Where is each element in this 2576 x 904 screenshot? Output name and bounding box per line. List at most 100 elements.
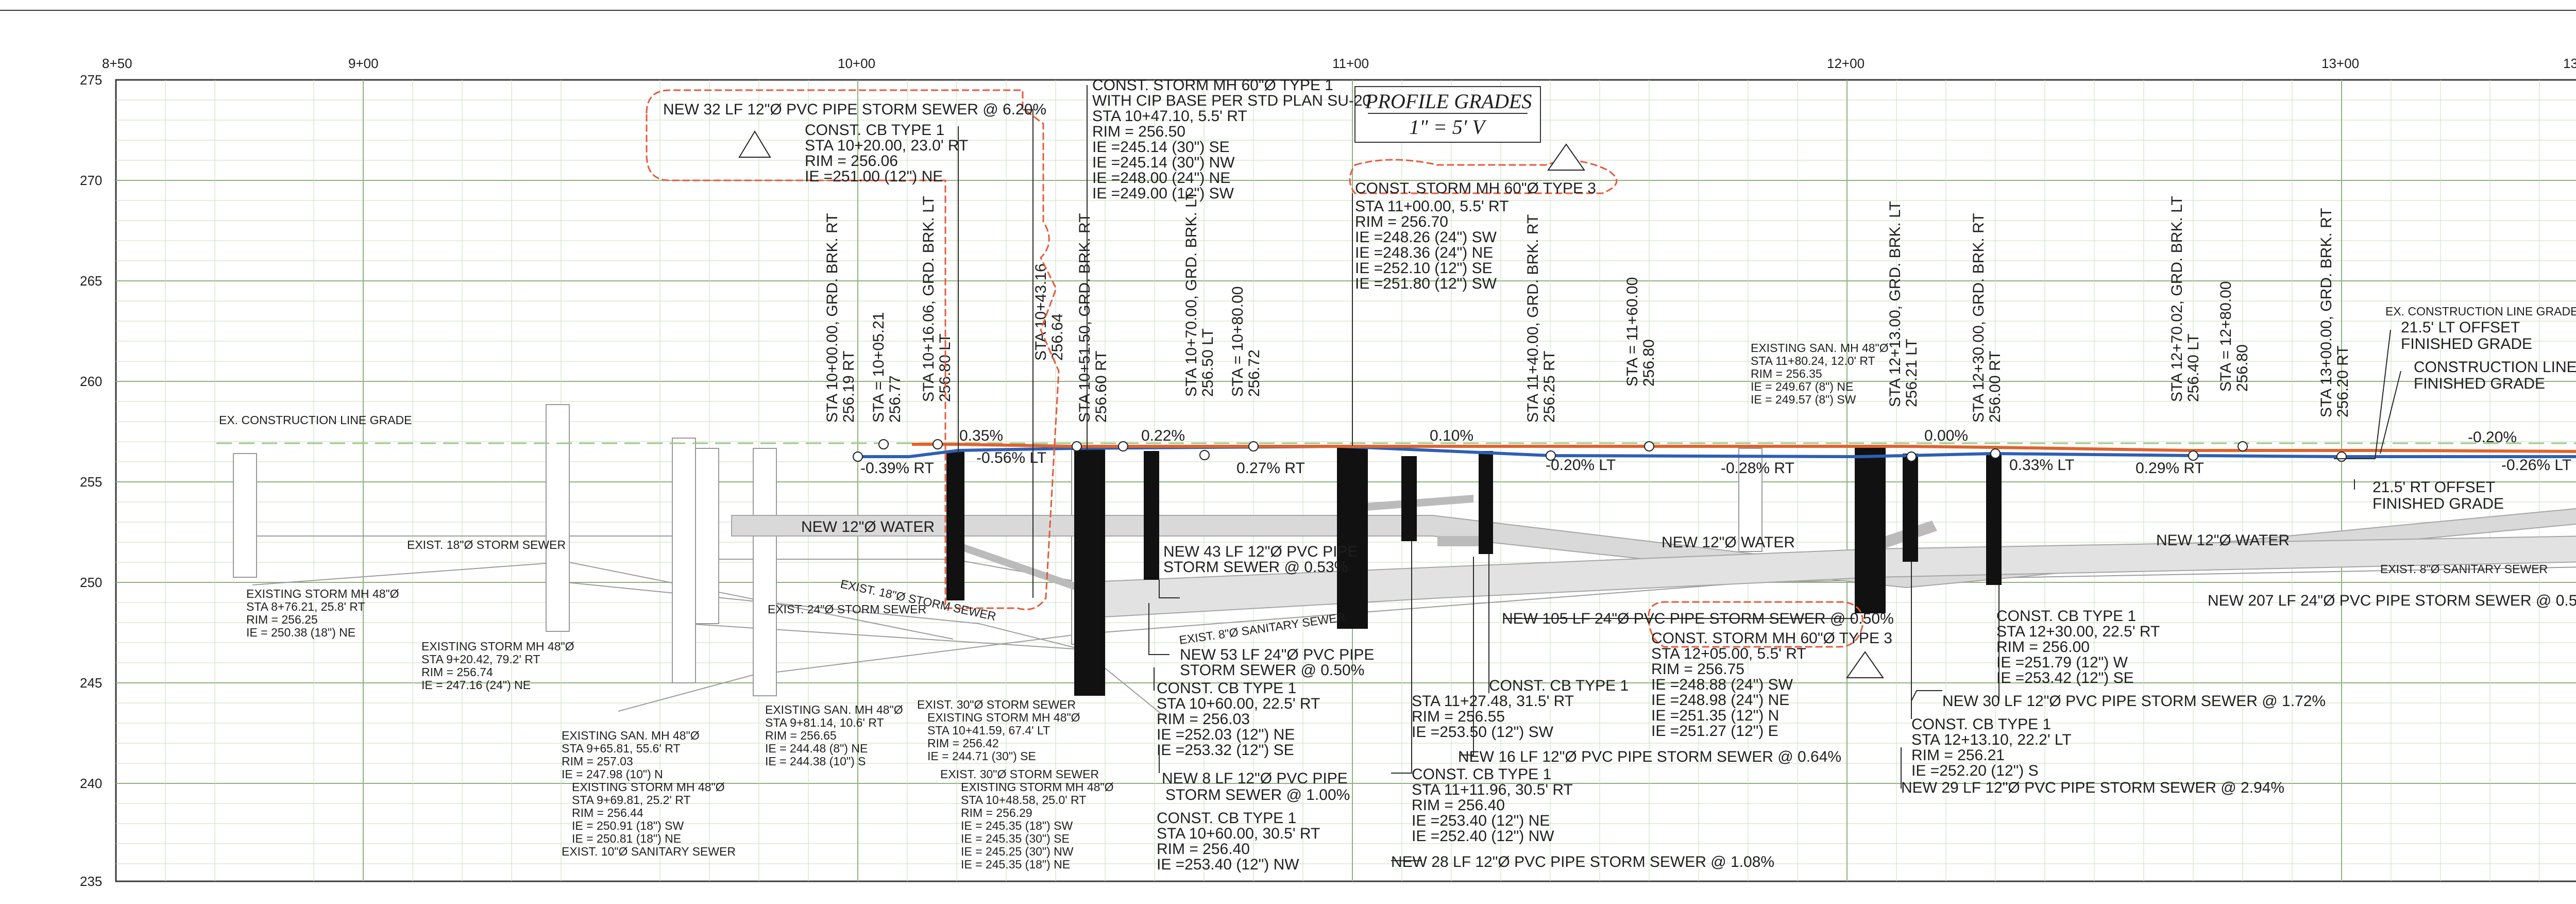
svg-text:IE = 245.35 (18") NE: IE = 245.35 (18") NE xyxy=(961,858,1070,871)
svg-text:STA 9+69.81, 25.2' RT: STA 9+69.81, 25.2' RT xyxy=(572,793,691,807)
svg-text:IE =253.42 (12") SE: IE =253.42 (12") SE xyxy=(1996,669,2134,687)
elevation-label: 245 xyxy=(80,675,102,691)
svg-text:STA 10+20.00, 23.0' RT: STA 10+20.00, 23.0' RT xyxy=(805,137,968,154)
svg-text:FINISHED GRADE: FINISHED GRADE xyxy=(2401,336,2532,353)
elevation-label: 235 xyxy=(80,874,102,889)
note-ex-8-san: EXIST. 8"Ø SANITARY SEWER xyxy=(1178,610,1346,647)
revision-cloud-2 xyxy=(1349,159,1618,194)
grade-label: -0.20% LT xyxy=(1546,457,1616,474)
svg-text:IE =248.88 (24") SW: IE =248.88 (24") SW xyxy=(1651,676,1793,693)
svg-text:EXISTING STORM MH 48"Ø: EXISTING STORM MH 48"Ø xyxy=(421,640,574,653)
svg-text:STA 12+13.10, 22.2' LT: STA 12+13.10, 22.2' LT xyxy=(1911,731,2072,748)
svg-text:RIM = 256.70: RIM = 256.70 xyxy=(1355,213,1448,230)
grade-label: 0.35% xyxy=(959,427,1003,444)
svg-text:IE = 247.16 (24") NE: IE = 247.16 (24") NE xyxy=(421,678,531,692)
grade-labels: 0.35% -0.39% RT -0.56% LT 0.22% 0.27% RT… xyxy=(860,427,2571,477)
svg-text:IE =245.14 (30") NW: IE =245.14 (30") NW xyxy=(1092,154,1235,171)
svg-text:256.00 RT: 256.00 RT xyxy=(1987,350,2004,423)
cb-11-27 xyxy=(1479,451,1493,554)
svg-text:21.5' RT OFFSET: 21.5' RT OFFSET xyxy=(2372,479,2495,496)
svg-text:IE =245.14 (30") SE: IE =245.14 (30") SE xyxy=(1092,139,1230,156)
svg-text:RIM = 256.03: RIM = 256.03 xyxy=(1157,711,1250,728)
grade-label: 0.33% LT xyxy=(2009,457,2074,474)
svg-text:CONST. CB TYPE 1: CONST. CB TYPE 1 xyxy=(1911,716,2051,733)
note-ex-construction-line: EX. CONSTRUCTION LINE GRADE xyxy=(219,413,412,427)
svg-text:CONST. CB TYPE 1: CONST. CB TYPE 1 xyxy=(1157,810,1296,827)
existing-mh-b xyxy=(546,404,570,632)
station-label: 13+50 xyxy=(2563,56,2576,71)
svg-text:256.19 RT: 256.19 RT xyxy=(840,350,857,423)
existing-mh-d xyxy=(695,448,719,624)
svg-text:IE =251.80 (12") SW: IE =251.80 (12") SW xyxy=(1355,275,1497,292)
svg-text:STA 12+70.02, GRD. BRK. LT: STA 12+70.02, GRD. BRK. LT xyxy=(2168,196,2185,402)
revision-clouds xyxy=(646,89,1884,678)
existing-mh-c xyxy=(672,438,696,683)
title-line2: 1" = 5' V xyxy=(1409,115,1487,139)
svg-text:STORM SEWER @ 0.53%: STORM SEWER @ 0.53% xyxy=(1163,559,1348,576)
svg-text:RIM = 256.65: RIM = 256.65 xyxy=(765,729,837,742)
svg-text:EXIST. 30"Ø STORM SEWER: EXIST. 30"Ø STORM SEWER xyxy=(940,767,1099,781)
grade-label: -0.28% RT xyxy=(1721,460,1794,477)
svg-text:256.20 RT: 256.20 RT xyxy=(2334,345,2351,417)
elevation-label: 260 xyxy=(80,374,102,389)
elevation-label: 250 xyxy=(80,575,102,590)
svg-text:STA 10+47.10, 5.5' RT: STA 10+47.10, 5.5' RT xyxy=(1092,108,1247,125)
svg-text:RIM = 256.06: RIM = 256.06 xyxy=(805,153,898,170)
svg-text:IE = 245.25 (30") NW: IE = 245.25 (30") NW xyxy=(961,845,1074,858)
svg-text:STA 10+60.00, 22.5' RT: STA 10+60.00, 22.5' RT xyxy=(1157,695,1320,712)
revision-delta-icon xyxy=(1846,651,1884,678)
svg-text:IE = 244.38 (10") S: IE = 244.38 (10") S xyxy=(765,755,866,768)
note-water-2: NEW 12"Ø WATER xyxy=(1662,534,1795,551)
svg-text:STA 10+00.00, GRD. BRK. RT: STA 10+00.00, GRD. BRK. RT xyxy=(824,213,841,423)
elevation-axis-left: 275 270 265 260 255 250 245 240 235 xyxy=(80,72,102,889)
grade-label: -0.26% LT xyxy=(2501,457,2571,474)
title-box xyxy=(1354,86,1541,143)
svg-text:IE = 244.48 (8") NE: IE = 244.48 (8") NE xyxy=(765,742,868,755)
svg-text:CONST. STORM MH 60"Ø TYPE 3: CONST. STORM MH 60"Ø TYPE 3 xyxy=(1651,630,1892,647)
svg-text:EXISTING STORM MH 48"Ø: EXISTING STORM MH 48"Ø xyxy=(927,711,1080,724)
svg-text:STA 10+41.59, 67.4' LT: STA 10+41.59, 67.4' LT xyxy=(927,724,1050,737)
note-pipe-30: NEW 30 LF 12"Ø PVC PIPE STORM SEWER @ 1.… xyxy=(1942,693,2326,710)
svg-text:NEW 53 LF 24"Ø PVC PIPE: NEW 53 LF 24"Ø PVC PIPE xyxy=(1180,646,1374,663)
mh-12-05 xyxy=(1855,446,1886,613)
svg-text:256.40 LT: 256.40 LT xyxy=(2185,333,2202,402)
station-label: 9+00 xyxy=(348,56,379,71)
svg-text:STA = 10+05.21: STA = 10+05.21 xyxy=(870,312,887,423)
svg-text:IE =251.79 (12") W: IE =251.79 (12") W xyxy=(1996,654,2128,671)
svg-text:IE = 250.38 (18") NE: IE = 250.38 (18") NE xyxy=(246,626,355,639)
svg-text:CONST. STORM MH 60"Ø TYPE 3: CONST. STORM MH 60"Ø TYPE 3 xyxy=(1355,180,1596,197)
svg-text:IE = 245.35 (30") SE: IE = 245.35 (30") SE xyxy=(961,832,1070,845)
note-ex-24-storm: EXIST. 24"Ø STORM SEWER xyxy=(768,602,926,616)
svg-text:IE =253.40 (12") NE: IE =253.40 (12") NE xyxy=(1412,812,1550,829)
elevation-label: 240 xyxy=(80,776,102,791)
svg-text:IE =251.35 (12") N: IE =251.35 (12") N xyxy=(1651,707,1779,724)
grade-break-points xyxy=(853,439,2347,462)
svg-text:IE =251.27 (12") E: IE =251.27 (12") E xyxy=(1651,723,1778,740)
svg-text:NEW 43 LF 12"Ø PVC PIPE: NEW 43 LF 12"Ø PVC PIPE xyxy=(1163,543,1358,560)
existing-mh-e xyxy=(753,448,777,696)
note-ex-8-san: EXIST. 8"Ø SANITARY SEWER xyxy=(2380,562,2548,576)
svg-text:STA 10+70.00, GRD. BRK. LT: STA 10+70.00, GRD. BRK. LT xyxy=(1183,191,1200,397)
svg-text:256.80: 256.80 xyxy=(1640,339,1657,387)
svg-text:256.64: 256.64 xyxy=(1049,313,1066,361)
storm-24-pipe xyxy=(1076,535,2576,620)
title-block: PROFILE GRADES 1" = 5' V xyxy=(1354,86,1541,143)
